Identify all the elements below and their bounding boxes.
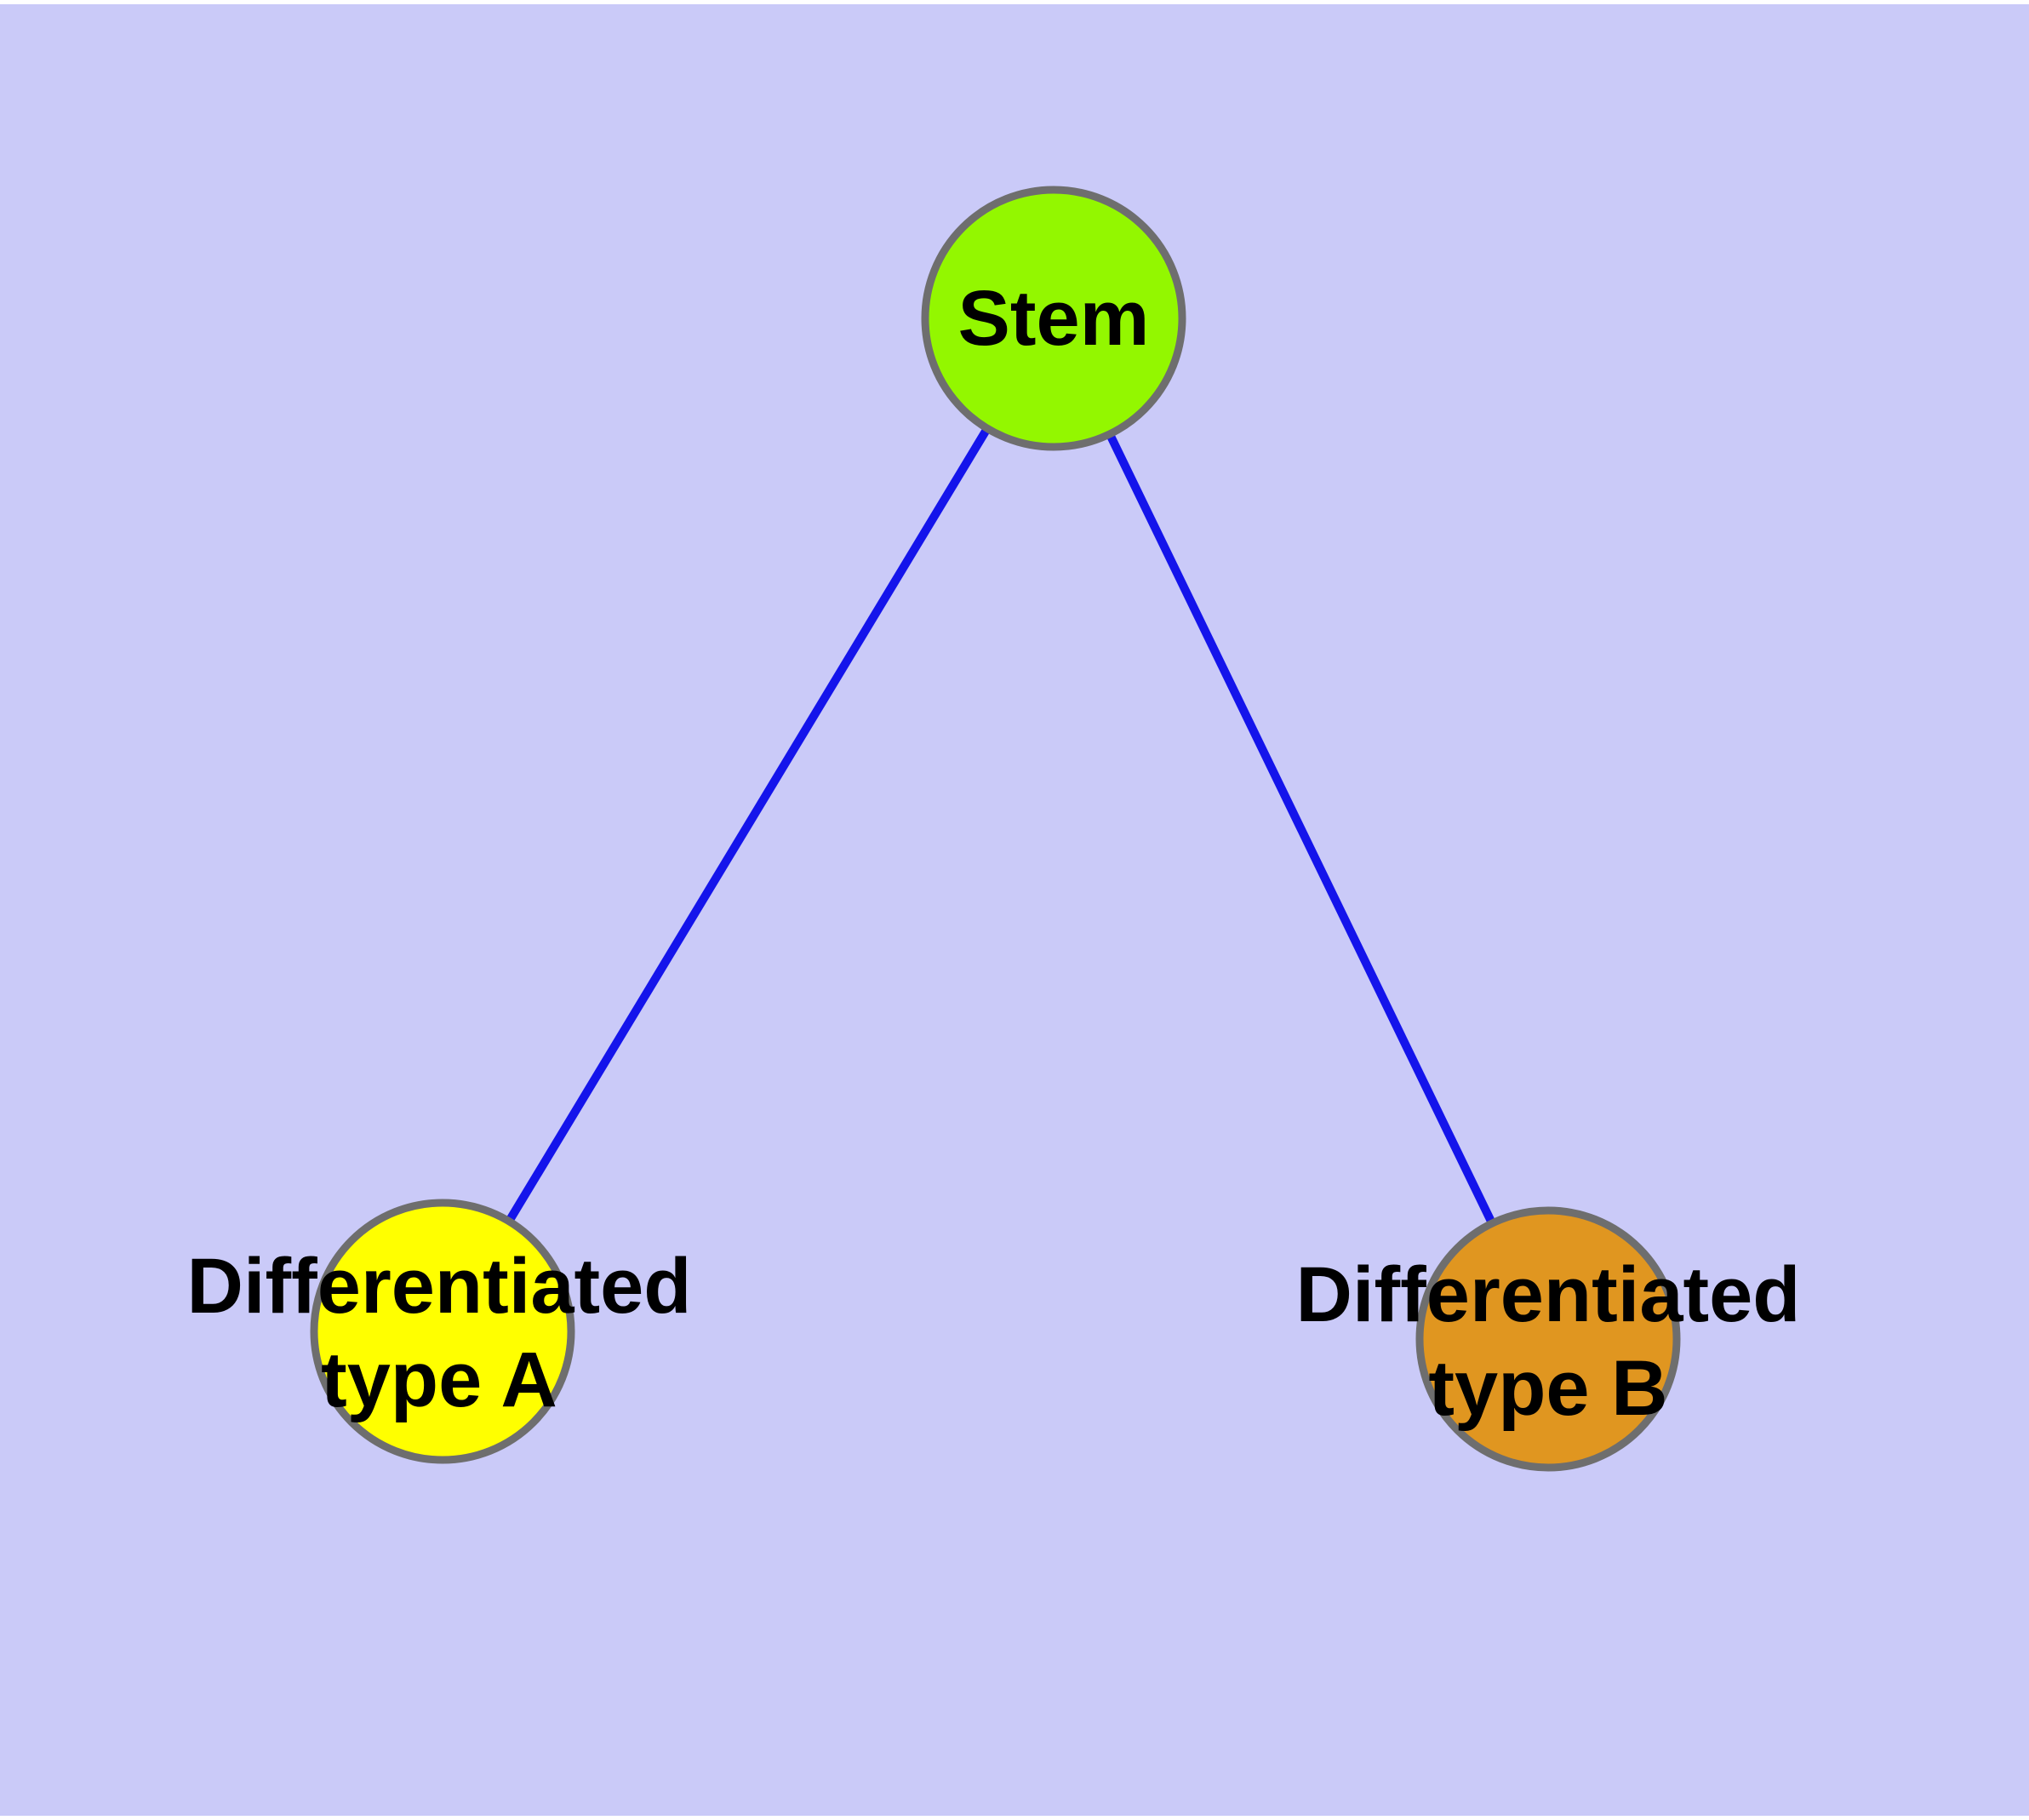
edge-stem-to-type-b [1049,316,1552,1342]
node-stem [921,186,1186,451]
node-differentiated-type-a [310,1199,575,1464]
edge-stem-to-type-a [438,316,1058,1334]
node-differentiated-type-b [1415,1206,1681,1472]
